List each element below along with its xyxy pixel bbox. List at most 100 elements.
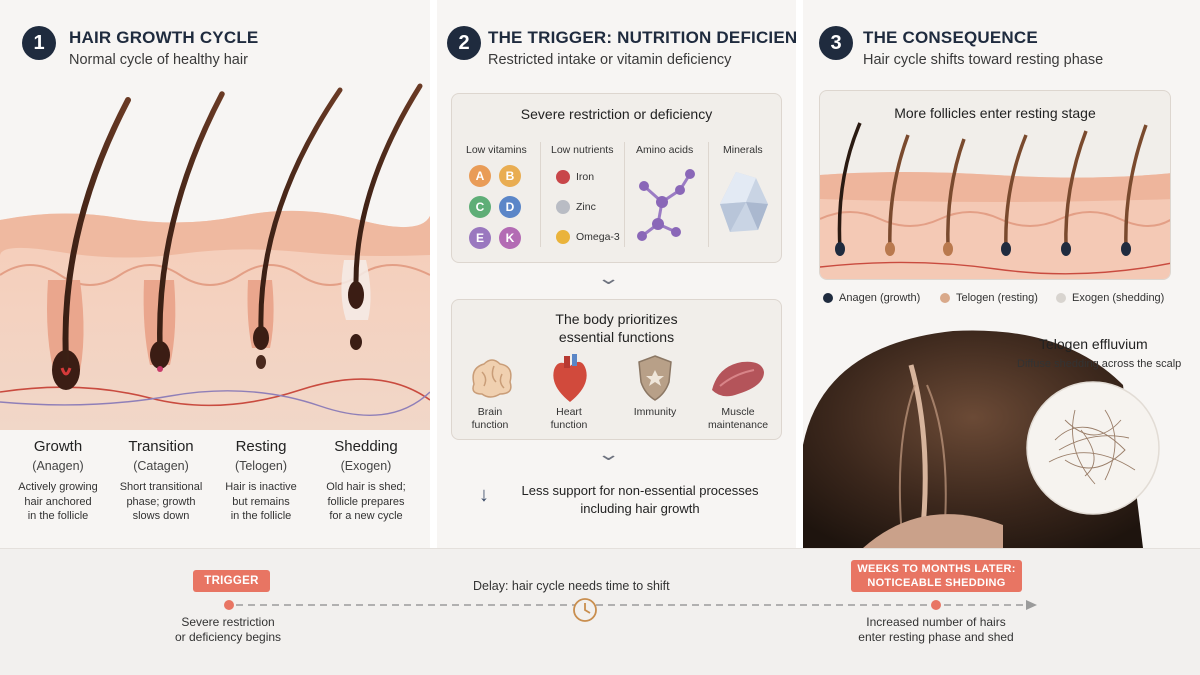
stage-desc-line: in the follicle — [230, 510, 292, 522]
panel2-title: THE TRIGGER: NUTRITION DEFICIENCY — [488, 28, 822, 47]
panel2-subtitle: Restricted intake or vitamin deficiency — [488, 52, 732, 68]
function-label-line: Brain — [477, 406, 503, 418]
stage-name: Growth — [33, 438, 83, 455]
stage-name: Shedding — [334, 438, 398, 455]
iron-icon — [556, 170, 570, 184]
function-label-line: maintenance — [707, 419, 769, 431]
deficiency-card: Severe restriction or deficiency Low vit… — [451, 93, 782, 263]
stage-desc-line: follicle prepares — [327, 495, 405, 508]
timeline-track — [224, 598, 1037, 622]
stage-description: Old hair is shed; follicle prepares for … — [314, 480, 418, 524]
stage-name: Transition — [128, 438, 194, 455]
function-brain-label: Brain function — [450, 406, 530, 432]
timeline-desc-line: Increased number of hairs — [866, 615, 1006, 629]
trigger-description: Severe restriction or deficiency begins — [130, 615, 326, 645]
trigger-tag: TRIGGER — [193, 570, 270, 592]
stage-transition: Transition (Catagen) Short transitional … — [109, 438, 213, 524]
vitamin-b-icon: B — [499, 165, 521, 187]
stage-desc-line: hair anchored — [24, 495, 92, 508]
panel1-title: HAIR GROWTH CYCLE — [69, 28, 259, 47]
resting-stage-card: More follicles enter resting stage — [819, 90, 1171, 280]
legend-swatch — [940, 293, 950, 303]
stage-latin: (Catagen) — [133, 459, 189, 473]
col-header-amino-acids: Amino acids — [636, 144, 694, 156]
legend-telogen: Telogen (resting) — [940, 292, 1038, 304]
function-label-line: Immunity — [633, 406, 677, 418]
conclusion-line: Less support for non-essential processes — [521, 483, 759, 498]
stage-description: Short transitional phase; growth slows d… — [109, 480, 213, 524]
stage-desc-line: Old hair is shed; — [326, 481, 406, 493]
legend-exogen: Exogen (shedding) — [1056, 292, 1164, 304]
panel1-subtitle: Normal cycle of healthy hair — [69, 52, 248, 68]
card-title-line: The body prioritizes — [555, 311, 678, 327]
prioritization-card-title: The body prioritizes essential functions — [452, 310, 781, 346]
panel3-title: THE CONSEQUENCE — [863, 28, 1038, 47]
column-separator — [540, 142, 541, 247]
timeline-desc-line: Severe restriction — [181, 615, 275, 629]
nutrient-iron-label: Iron — [576, 171, 595, 183]
stage-latin: (Telogen) — [234, 459, 288, 473]
stage-desc-line: Hair is inactive — [225, 481, 297, 493]
heart-icon — [553, 354, 587, 402]
hair-follicle-cross-section-illustration — [0, 83, 430, 430]
stage-latin: (Exogen) — [340, 459, 392, 473]
stage-description: Hair is inactive but remains in the foll… — [209, 480, 313, 524]
nutrient-zinc-label: Zinc — [576, 201, 596, 213]
zinc-icon — [556, 200, 570, 214]
condition-title: Telogen effluvium — [1039, 336, 1148, 352]
tag-line: WEEKS TO MONTHS LATER: — [857, 563, 1016, 575]
nutrient-omega-3-label: Omega-3 — [576, 231, 620, 243]
condition-description: Diffuse shedding across the scalp — [1017, 358, 1182, 370]
step-number-2: 2 — [447, 26, 481, 60]
shed-hair-closeup-icon — [1026, 381, 1160, 515]
function-label-line: Heart — [556, 406, 582, 418]
brain-icon — [472, 359, 512, 398]
legend-swatch — [1056, 293, 1066, 303]
timeline-bar: TRIGGER Severe restriction or deficiency… — [0, 548, 1200, 675]
stage-desc-line: slows down — [132, 510, 190, 522]
stage-desc-line: Actively growing — [18, 481, 98, 493]
tag-line: NOTICEABLE SHEDDING — [867, 577, 1006, 589]
legend-label: Exogen (shedding) — [1072, 292, 1165, 304]
mineral-crystal-icon — [720, 172, 768, 232]
stage-latin: (Anagen) — [32, 459, 84, 473]
col-header-vitamins: Low vitamins — [466, 144, 527, 156]
timeline-desc-line: or deficiency begins — [174, 630, 282, 644]
vitamin-a-icon: A — [469, 165, 491, 187]
stage-desc-line: for a new cycle — [329, 510, 403, 522]
muscle-icon — [712, 361, 764, 397]
function-label-line: function — [550, 419, 588, 431]
step-number-1: 1 — [22, 26, 56, 60]
column-separator — [624, 142, 625, 247]
vitamin-d-icon: D — [499, 196, 521, 218]
immunity-shield-icon — [638, 355, 672, 401]
prioritization-card: The body prioritizes essential functions… — [451, 299, 782, 440]
function-heart-label: Heart function — [529, 406, 609, 432]
step-number-3: 3 — [819, 26, 853, 60]
omega-3-icon — [556, 230, 570, 244]
legend-swatch — [823, 293, 833, 303]
timeline-desc-line: enter resting phase and shed — [858, 630, 1014, 644]
function-immunity-label: Immunity — [615, 406, 695, 419]
vitamin-k-icon: K — [499, 227, 521, 249]
delay-label: Delay: hair cycle needs time to shift — [473, 579, 670, 593]
vitamin-c-icon: C — [469, 196, 491, 218]
panel-divider — [430, 0, 437, 548]
hair-growth-cycle-panel: 1 HAIR GROWTH CYCLE Normal cycle of heal… — [0, 0, 430, 548]
legend-anagen: Anagen (growth) — [823, 292, 920, 304]
function-label-line: function — [471, 419, 509, 431]
function-label-line: Muscle — [721, 406, 755, 418]
col-header-minerals: Minerals — [723, 144, 763, 156]
col-header-nutrients: Low nutrients — [551, 144, 614, 156]
later-shedding-tag: WEEKS TO MONTHS LATER: NOTICEABLE SHEDDI… — [851, 560, 1022, 592]
stage-shedding: Shedding (Exogen) Old hair is shed; foll… — [314, 438, 418, 524]
resting-stage-card-title: More follicles enter resting stage — [894, 105, 1096, 121]
stage-growth: Growth (Anagen) Actively growing hair an… — [6, 438, 110, 524]
scalp-follicles-illustration — [820, 122, 1170, 279]
stage-resting: Resting (Telogen) Hair is inactive but r… — [209, 438, 313, 524]
amino-acid-molecule-icon — [637, 169, 695, 241]
consequence-panel: 3 THE CONSEQUENCE Hair cycle shifts towa… — [803, 0, 1200, 548]
stage-desc-line: in the follicle — [27, 510, 89, 522]
function-muscle-label: Muscle maintenance — [698, 406, 778, 432]
stage-desc-line: phase; growth — [126, 495, 196, 508]
